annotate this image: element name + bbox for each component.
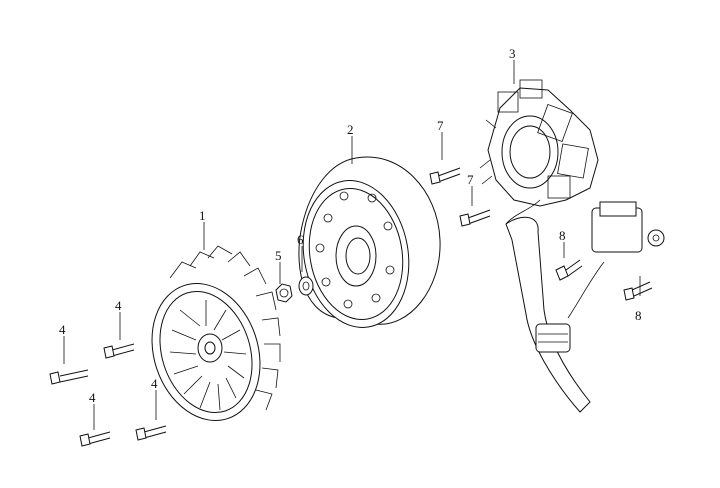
- callout-4a: 4: [59, 322, 66, 337]
- callout-8a: 8: [559, 228, 566, 243]
- callout-6: 6: [297, 232, 304, 247]
- callout-4c: 4: [89, 390, 96, 405]
- stator-assembly: [479, 79, 665, 413]
- callout-3: 3: [509, 46, 516, 61]
- callout-4b: 4: [115, 298, 122, 313]
- washer: [298, 276, 314, 296]
- cooling-fan: [151, 245, 281, 421]
- callout-7a: 7: [437, 118, 444, 133]
- pickup-bolt: [555, 259, 583, 281]
- fan-bolt: [135, 425, 167, 441]
- fan-bolt: [49, 369, 89, 385]
- flywheel-rotor: [298, 156, 441, 328]
- stator-bolt: [429, 167, 461, 185]
- callout-5: 5: [275, 248, 282, 263]
- callout-4d: 4: [151, 376, 158, 391]
- callouts: 1 2 3 4 4 4 4 5 6 7 7 8 8: [59, 46, 642, 405]
- callout-8b: 8: [635, 308, 642, 323]
- flange-nut: [275, 283, 293, 303]
- fan-bolt: [103, 343, 135, 359]
- callout-2: 2: [347, 122, 354, 137]
- fan-bolt: [79, 431, 111, 447]
- stator-bolt: [459, 209, 491, 227]
- leader-lines: [63, 60, 641, 430]
- callout-1: 1: [199, 208, 206, 223]
- callout-7b: 7: [467, 172, 474, 187]
- pickup-bolt: [623, 281, 653, 301]
